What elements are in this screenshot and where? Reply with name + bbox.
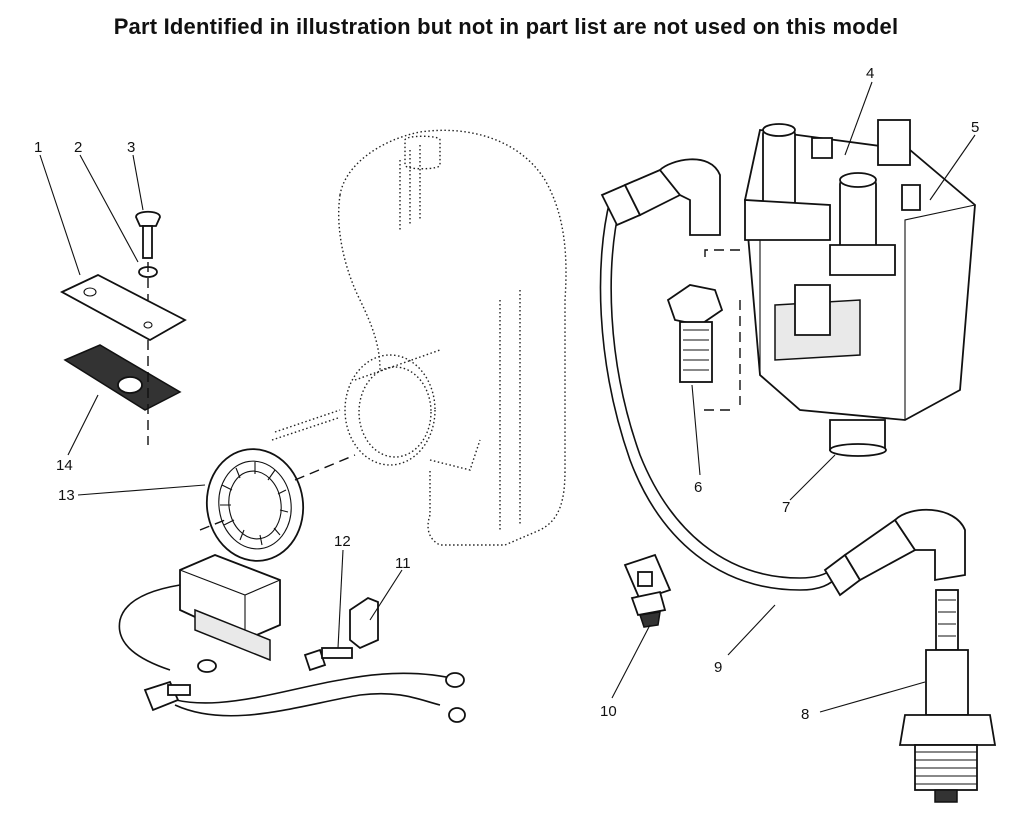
crankcase-cover [271, 129, 567, 546]
ht-lead [599, 158, 966, 597]
gasket [63, 344, 182, 411]
callout-numbers: 1 2 3 4 5 6 7 8 9 10 11 12 13 14 [34, 65, 979, 723]
callout-2: 2 [74, 139, 82, 156]
callout-1: 1 [34, 139, 42, 156]
callout-3: 3 [127, 139, 135, 156]
callout-10: 10 [600, 703, 617, 720]
spark-plug [898, 589, 997, 803]
oil-seal [199, 448, 356, 562]
screw-and-washer [135, 210, 161, 445]
callout-8: 8 [801, 706, 809, 723]
callout-12: 12 [334, 533, 351, 550]
mounting-plate [60, 273, 187, 342]
header-note: Part Identified in illustration but not … [113, 14, 899, 39]
callout-6: 6 [694, 479, 702, 496]
wire-connector [623, 553, 672, 628]
callout-14: 14 [56, 457, 73, 474]
callout-4: 4 [866, 65, 874, 82]
callout-13: 13 [58, 487, 75, 504]
callout-9: 9 [714, 659, 722, 676]
callout-11: 11 [395, 555, 411, 572]
ignition-coil [700, 119, 976, 457]
coil-bolt [666, 284, 724, 383]
callout-5: 5 [971, 119, 979, 136]
callout-7: 7 [782, 499, 790, 516]
ignition-module [118, 554, 466, 723]
leader-lines [39, 81, 976, 713]
